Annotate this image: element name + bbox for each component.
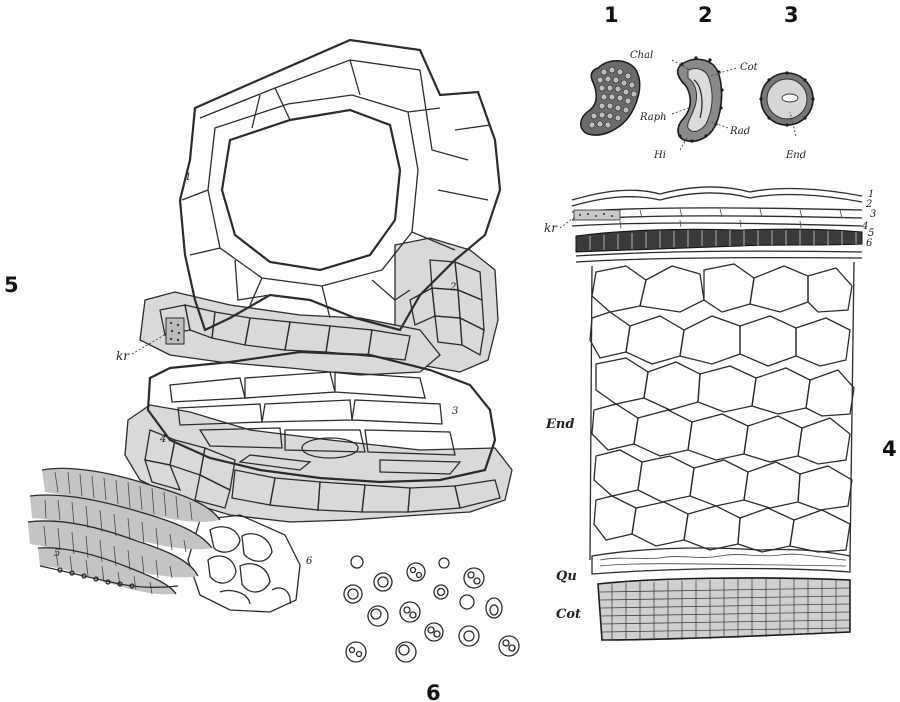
fig4-layer-6-label: 6: [866, 238, 873, 249]
fig5-kr-label: kr: [116, 349, 130, 363]
fig4-layer-1-label: 1: [868, 189, 874, 200]
figure-5-number: 5: [4, 273, 19, 297]
figure-4-seed-coat-section: 1 2 3 4 5 6 kr End Qu Cot: [544, 186, 876, 641]
layer-5-bands: [27, 467, 221, 595]
figure-3-seed-cross-section: End: [759, 71, 815, 161]
endosperm-cells: [589, 263, 855, 553]
fig4-kr-label: kr: [544, 221, 558, 235]
fig5-layer-5-label: 5: [54, 548, 60, 559]
layer-4-sheet: [125, 405, 512, 522]
fig4-layer-2-label: 2: [865, 199, 872, 210]
fig2-hi-label: Hi: [653, 150, 666, 161]
figure-4-number: 4: [882, 437, 897, 461]
layer-1-sheet: [178, 38, 502, 332]
fig2-chal-label: Chal: [630, 50, 653, 61]
fig2-raph-label: Raph: [639, 112, 667, 123]
fig4-cot-label: Cot: [556, 607, 581, 622]
fig2-cot-label: Cot: [740, 62, 759, 73]
figure-1-whole-seed: [580, 60, 641, 136]
fig4-end-label: End: [545, 417, 574, 432]
fig5-layer-4-label: 4: [159, 434, 166, 445]
figure-2-number: 2: [698, 3, 713, 27]
layer-1-lumen: [220, 108, 402, 272]
figure-2-seed-section: Chal Cot Raph Hi Rad: [630, 50, 759, 161]
cot-layer: [597, 577, 851, 641]
fig5-layer-2-label: 2: [449, 282, 456, 293]
qu-layer: [591, 547, 851, 575]
layer-4-cells: [144, 429, 501, 513]
fig4-layer-3-label: 3: [870, 209, 876, 220]
layer-6-cells: [207, 526, 291, 605]
fig5-layer-3-label: 3: [452, 406, 458, 417]
layer-3-sheet: [146, 350, 497, 484]
figure-5-tissue-layers: 1 2 3 4 5 6 kr: [27, 38, 513, 613]
fig5-layer-6-label: 6: [306, 556, 313, 567]
fig5-layer-1-label: 1: [185, 172, 191, 183]
fig4-layer-4-label: 4: [861, 221, 868, 232]
kr-cells: [159, 304, 411, 361]
figure-1-number: 1: [604, 3, 619, 27]
figure-3-number: 3: [784, 3, 799, 27]
fig4-qu-label: Qu: [556, 569, 577, 584]
layer-1-wall-lines: [181, 59, 491, 319]
figure-6-starch-grains: [343, 555, 520, 663]
layer-3-cells: [169, 371, 462, 475]
kr-crystal-cell: [165, 317, 185, 345]
fig4-layer-5-label: 5: [868, 228, 874, 239]
figure-6-number: 6: [426, 681, 441, 702]
layer-6-sheet: [187, 514, 301, 613]
fig2-rad-label: Rad: [729, 126, 750, 137]
fig3-end-label: End: [785, 150, 806, 161]
layer-2-cells: [409, 259, 485, 357]
